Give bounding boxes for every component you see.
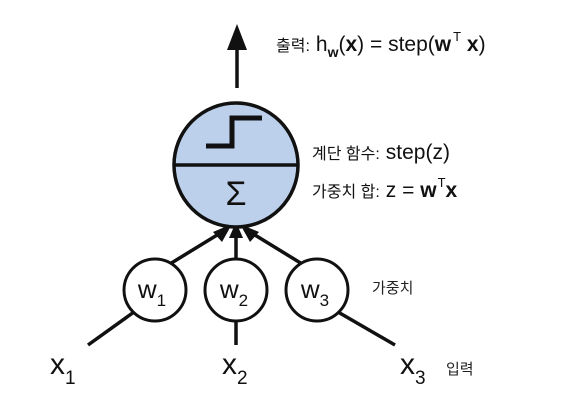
output-sup-T: T <box>453 29 461 44</box>
svg-text:w3: w3 <box>300 274 329 310</box>
sum-label: 가중치 합: z = wTx <box>312 175 458 202</box>
tlu-node: Σ <box>172 101 300 229</box>
step-label: 계단 함수: step(z) <box>312 141 450 164</box>
weight-3-symbol: w <box>300 274 320 304</box>
inputs-label: 입력 <box>446 361 474 378</box>
weights-label: 가중치 <box>372 280 413 297</box>
weight-2-subscript: 2 <box>239 291 248 310</box>
output-arrow <box>227 24 247 88</box>
weight-node-1: w1 <box>122 257 188 323</box>
output-x: x <box>345 33 357 56</box>
output-x2: x <box>461 33 479 56</box>
svg-text:w2: w2 <box>219 274 248 310</box>
sum-label-sup-T: T <box>438 175 446 190</box>
sum-symbol: Σ <box>225 175 246 213</box>
input-to-weight-edges <box>86 310 396 347</box>
sum-label-pre: z = <box>386 179 420 202</box>
input-x3: x3 <box>400 348 426 389</box>
weight-1-symbol: w <box>137 274 157 304</box>
input-x2-symbol: x <box>222 348 237 381</box>
sum-label-korean: 가중치 합: <box>312 183 380 201</box>
output-h: h <box>316 33 328 56</box>
output-mid: ) = step( <box>357 33 435 56</box>
input-x1-subscript: 1 <box>65 368 76 389</box>
svg-text:w1: w1 <box>137 274 166 310</box>
output-w: w <box>434 33 452 56</box>
input-x3-subscript: 3 <box>415 368 426 389</box>
step-function-icon <box>206 115 262 149</box>
input-x2-subscript: 2 <box>237 368 248 389</box>
output-label-korean: 출력: <box>276 37 310 55</box>
output-h-subscript: w <box>327 44 339 60</box>
output-open: ( <box>338 33 345 56</box>
weight-node-3: w3 <box>284 257 350 323</box>
input-x1: x1 <box>50 348 76 389</box>
output-close: ) <box>479 33 486 56</box>
step-label-formula: step(z) <box>386 141 450 164</box>
input-x2: x2 <box>222 348 248 389</box>
weight-1-subscript: 1 <box>157 291 166 310</box>
input-x1-symbol: x <box>50 348 65 381</box>
sum-label-w: w <box>419 179 437 202</box>
input-x3-symbol: x <box>400 348 415 381</box>
sum-label-x: x <box>446 179 458 202</box>
weight-3-subscript: 3 <box>320 291 329 310</box>
weight-node-2: w2 <box>203 257 269 323</box>
weight-2-symbol: w <box>219 274 239 304</box>
step-label-korean: 계단 함수: <box>312 145 380 163</box>
